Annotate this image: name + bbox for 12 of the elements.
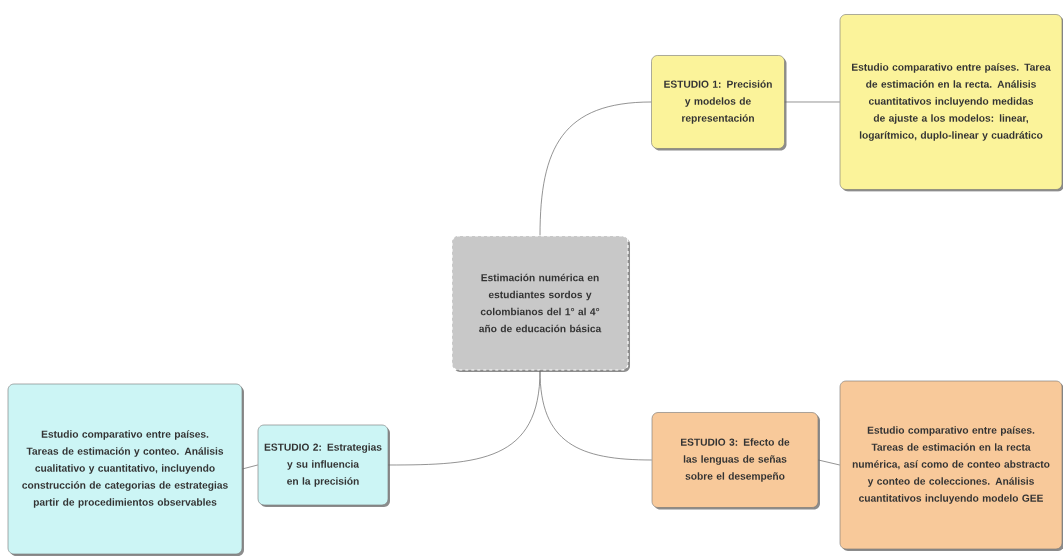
connector bbox=[539, 101, 652, 236]
connector bbox=[539, 370, 653, 461]
study-box: ESTUDIO 2: Estrategias y su influencia en la precisión bbox=[257, 424, 389, 506]
connector bbox=[241, 464, 259, 470]
study-box: ESTUDIO 3: Efecto de las lenguas de señas sobre el desempeño bbox=[651, 412, 819, 508]
central-topic-box: Estimación numérica en estudiantes sordos y colombianos del 1° al 4° año de educación básica bbox=[451, 235, 629, 371]
detail-box: Estudio comparativo entre países. Tareas de estimación y conteo. Análisis cualitativo y cuantitativo, incluyendo construcción de categorias de estrategias partir de procedimientos observables bbox=[7, 383, 243, 555]
detail-box: Estudio comparativo entre países. Tarea de estimación en la recta. Análisis cuantitativos incluyendo medidas de ajuste a los modelos: linear, logarítmico, duplo-linear y cuadrático bbox=[839, 14, 1063, 190]
detail-box: Estudio comparativo entre países. Tareas de estimación en la recta numérica, así como de conteo abstracto y conteo de colecciones. Análisis cuantitativos incluyendo modelo GEE bbox=[839, 380, 1063, 550]
connector bbox=[784, 101, 841, 103]
study-box: ESTUDIO 1: Precisión y modelos de representación bbox=[651, 55, 785, 149]
connector bbox=[817, 459, 841, 466]
